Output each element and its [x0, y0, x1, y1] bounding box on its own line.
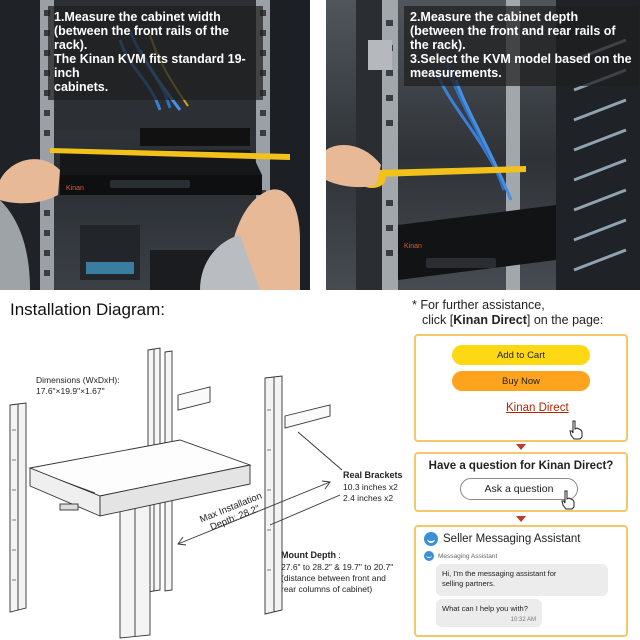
assistant-avatar-icon	[424, 551, 434, 561]
mount-depth-value: 27.6" to 28.2" & 19.7" to 20.7" (distanc…	[281, 562, 394, 594]
assistance-note-line2: click [Kinan Direct] on the page:	[422, 313, 604, 327]
photo-measure-width: Kinan 1.Measure the cabinet width (betwe…	[0, 0, 310, 290]
measure-depth-caption: 2.Measure the cabinet depth (between the…	[404, 6, 639, 86]
installation-diagram: Dimensions (WxDxH): 17.6"×19.9"×1.67" Ma…	[0, 320, 405, 640]
installation-diagram-title: Installation Diagram:	[10, 300, 165, 319]
ask-question-button[interactable]: Ask a question	[460, 478, 578, 500]
message-timestamp: 10:32 AM	[510, 617, 536, 623]
arrow-down-icon	[516, 444, 526, 450]
seller-messaging-header: Seller Messaging Assistant	[424, 532, 580, 546]
kinan-direct-link[interactable]: Kinan Direct	[506, 402, 569, 414]
assistance-note-line1: * For further assistance,	[412, 298, 545, 312]
assistant-message-2: What can I help you with? 10:32 AM	[436, 599, 542, 627]
question-box: Have a question for Kinan Direct? Ask a …	[414, 452, 628, 512]
real-brackets-label: Real Brackets	[343, 470, 403, 480]
arrow-down-icon-2	[516, 516, 526, 522]
rack-installation-drawing	[9, 347, 343, 639]
assistant-name: Messaging Assistant	[438, 552, 498, 560]
photo-measure-depth: Kinan 2.Measure the cabinet depth (betwe…	[326, 0, 640, 290]
assistance-note: * For further assistance, click [Kinan D…	[412, 298, 637, 328]
mount-depth-label: Mount Depth :	[281, 550, 341, 560]
seller-messaging-title: Seller Messaging Assistant	[443, 533, 581, 545]
photo-brand-mark: Kinan	[66, 185, 84, 192]
hand-cursor-icon	[569, 420, 583, 440]
photo-brand-mark-2: Kinan	[404, 243, 422, 250]
dimensions-value: 17.6"×19.9"×1.67"	[36, 386, 105, 396]
add-to-cart-button[interactable]: Add to Cart	[452, 345, 590, 365]
messaging-logo-icon	[424, 532, 438, 546]
buy-now-button[interactable]: Buy Now	[452, 371, 590, 391]
hand-cursor-icon-2	[561, 490, 575, 510]
measure-width-caption: 1.Measure the cabinet width (between the…	[48, 6, 263, 100]
dimensions-label: Dimensions (WxDxH):	[36, 375, 120, 385]
assistant-message-2-text: What can I help you with?	[442, 604, 528, 613]
seller-messaging-box: Seller Messaging Assistant Messaging Ass…	[414, 525, 628, 637]
assistant-message-1: Hi, I'm the messaging assistant for sell…	[436, 564, 608, 596]
question-title: Have a question for Kinan Direct?	[428, 460, 614, 472]
real-brackets-values: 10.3 inches x2 2.4 inches x2	[343, 482, 398, 503]
assistant-name-row: Messaging Assistant	[424, 551, 497, 561]
product-actions-box: Add to Cart Buy Now Kinan Direct	[414, 334, 628, 442]
